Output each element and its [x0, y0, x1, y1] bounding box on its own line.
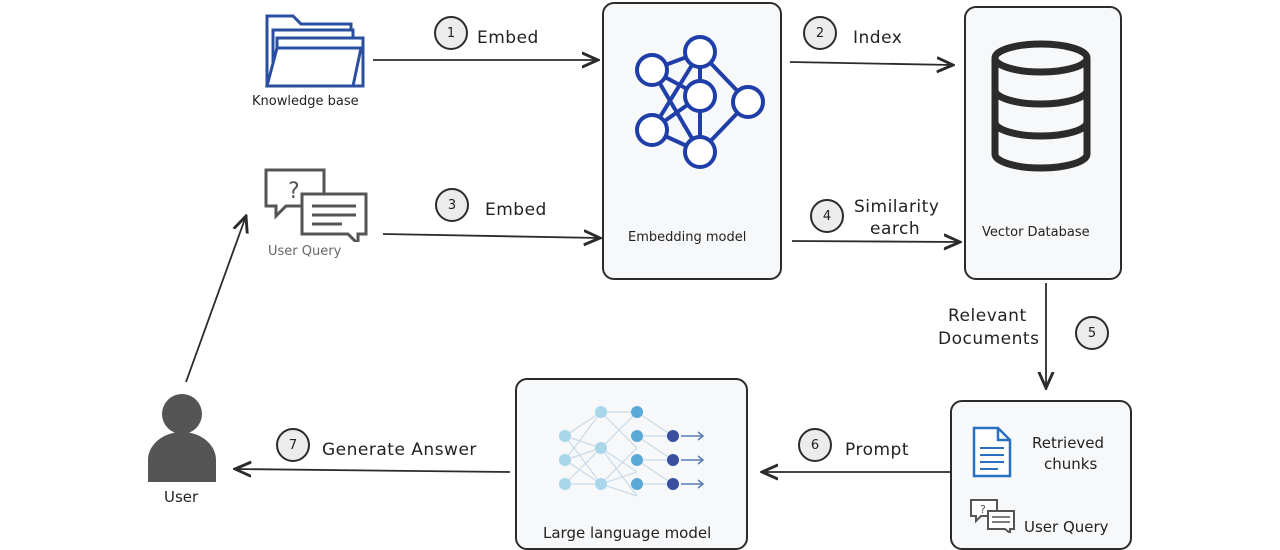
step-3-badge: 3 — [435, 188, 469, 222]
step-4-badge: 4 — [810, 199, 844, 233]
step-5-label-line2: Documents — [938, 329, 1040, 349]
vector-database-box: Vector Database — [964, 6, 1122, 280]
arrow-llm-to-user — [235, 469, 511, 472]
step-5-badge: 5 — [1075, 316, 1109, 350]
chat-question-icon: ? — [264, 168, 368, 242]
neural-network-icon — [635, 35, 765, 169]
user-query-node: ? User Query — [262, 166, 372, 266]
step-3-label: Embed — [485, 200, 547, 220]
arrow-embedding-to-vectordb — [789, 62, 953, 65]
step-1-label: Embed — [477, 28, 539, 48]
svg-text:?: ? — [980, 503, 986, 516]
user-query-label: User Query — [268, 244, 342, 259]
chat-question-small-icon: ? — [970, 499, 1015, 533]
step-4-label-line2: earch — [870, 219, 921, 239]
knowledge-base-label: Knowledge base — [252, 94, 359, 109]
retrieved-chunks-box: Retrieved chunks ? User Query — [950, 400, 1132, 550]
embedding-model-box: Embedding model — [602, 2, 782, 280]
retrieved-chunks-label-line1: Retrieved — [1032, 434, 1105, 452]
step-2-label: Index — [853, 28, 903, 48]
user-node: User — [140, 392, 230, 512]
document-icon — [972, 426, 1012, 478]
llm-label: Large language model — [543, 524, 712, 542]
retrieved-chunks-label-line2: chunks — [1044, 455, 1098, 473]
user-icon — [148, 394, 216, 482]
step-6-badge: 6 — [798, 428, 832, 462]
svg-text:?: ? — [288, 179, 300, 204]
folder-icon — [265, 14, 365, 88]
step-2-badge: 2 — [803, 16, 837, 50]
embedding-model-label: Embedding model — [628, 230, 747, 245]
user-label: User — [164, 488, 199, 506]
arrow-embedding-to-vectordb-search — [791, 241, 960, 242]
database-icon — [991, 40, 1091, 172]
step-7-badge: 7 — [276, 428, 310, 462]
llm-network-icon — [559, 406, 705, 497]
step-5-label-line1: Relevant — [948, 306, 1027, 326]
step-4-label-line1: Similarity — [854, 197, 940, 217]
knowledge-base-node: Knowledge base — [250, 12, 370, 112]
vector-database-label: Vector Database — [982, 225, 1090, 240]
step-1-badge: 1 — [434, 16, 468, 50]
arrow-user-to-query — [185, 216, 246, 383]
arrow-query-to-embedding — [382, 234, 600, 238]
step-7-label: Generate Answer — [322, 440, 477, 460]
llm-box: Large language model — [515, 378, 748, 550]
step-6-label: Prompt — [845, 440, 909, 460]
retrieved-user-query-label: User Query — [1024, 518, 1109, 536]
